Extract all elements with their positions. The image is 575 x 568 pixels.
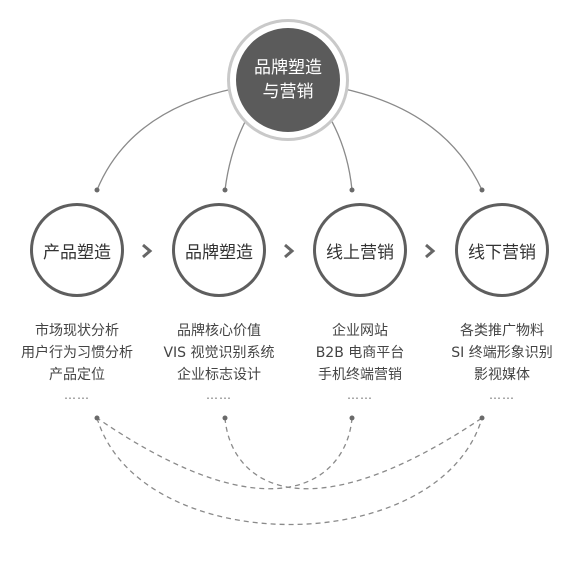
stage-node-offline: 线下营销 (455, 203, 549, 297)
loop-dot-1 (94, 415, 100, 421)
detail-ellipsis: …… (64, 388, 90, 402)
center-hub: 品牌塑造 与营销 (236, 28, 340, 132)
loop-dot-2 (222, 415, 228, 421)
hub-connector-dot-1 (94, 187, 100, 193)
chevron-right-icon (284, 243, 295, 259)
stage-label: 线上营销 (326, 242, 394, 263)
loop-dot-4 (479, 415, 485, 421)
stage-node-product: 产品塑造 (30, 203, 124, 297)
detail-ellipsis: …… (206, 388, 232, 402)
stage-label: 产品塑造 (43, 242, 111, 263)
hub-connector-2 (224, 117, 248, 191)
dashed-loop-left (224, 417, 483, 490)
loop-dot-3 (349, 415, 355, 421)
dashed-loop-right (96, 417, 353, 490)
stage-label: 线下营销 (468, 242, 536, 263)
stage-details-online: 企业网站 B2B 电商平台 手机终端营销 …… (285, 320, 435, 404)
hub-connector-dot-2 (222, 187, 228, 193)
stage-node-online: 线上营销 (313, 203, 407, 297)
detail-item: 品牌核心价值 (177, 323, 261, 339)
stage-label: 品牌塑造 (185, 242, 253, 263)
hub-connector-1 (96, 87, 238, 191)
detail-item: 手机终端营销 (318, 367, 402, 383)
detail-item: 产品定位 (49, 367, 105, 383)
detail-ellipsis: …… (347, 388, 373, 402)
detail-ellipsis: …… (489, 388, 515, 402)
chevron-right-icon (425, 243, 436, 259)
center-hub-line-1: 品牌塑造 (254, 58, 322, 78)
detail-item: 各类推广物料 (460, 323, 544, 339)
detail-item: 用户行为习惯分析 (21, 345, 133, 361)
hub-connector-4 (339, 87, 483, 191)
dashed-loop-outer (96, 417, 483, 525)
detail-item: 企业标志设计 (177, 367, 261, 383)
detail-item: 影视媒体 (474, 367, 530, 383)
detail-item: 企业网站 (332, 323, 388, 339)
detail-item: B2B 电商平台 (315, 345, 405, 361)
chevron-right-icon (142, 243, 153, 259)
stage-details-product: 市场现状分析 用户行为习惯分析 产品定位 …… (2, 320, 152, 404)
stage-details-brand: 品牌核心价值 VIS 视觉识别系统 企业标志设计 …… (144, 320, 294, 404)
detail-item: VIS 视觉识别系统 (163, 345, 275, 361)
hub-connector-dot-4 (479, 187, 485, 193)
hub-connector-3 (329, 117, 353, 191)
detail-item: SI 终端形象识别 (451, 345, 553, 361)
stage-details-offline: 各类推广物料 SI 终端形象识别 影视媒体 …… (427, 320, 575, 404)
center-hub-line-2: 与营销 (262, 82, 314, 102)
stage-node-brand: 品牌塑造 (172, 203, 266, 297)
hub-connector-dot-3 (349, 187, 355, 193)
detail-item: 市场现状分析 (35, 323, 119, 339)
